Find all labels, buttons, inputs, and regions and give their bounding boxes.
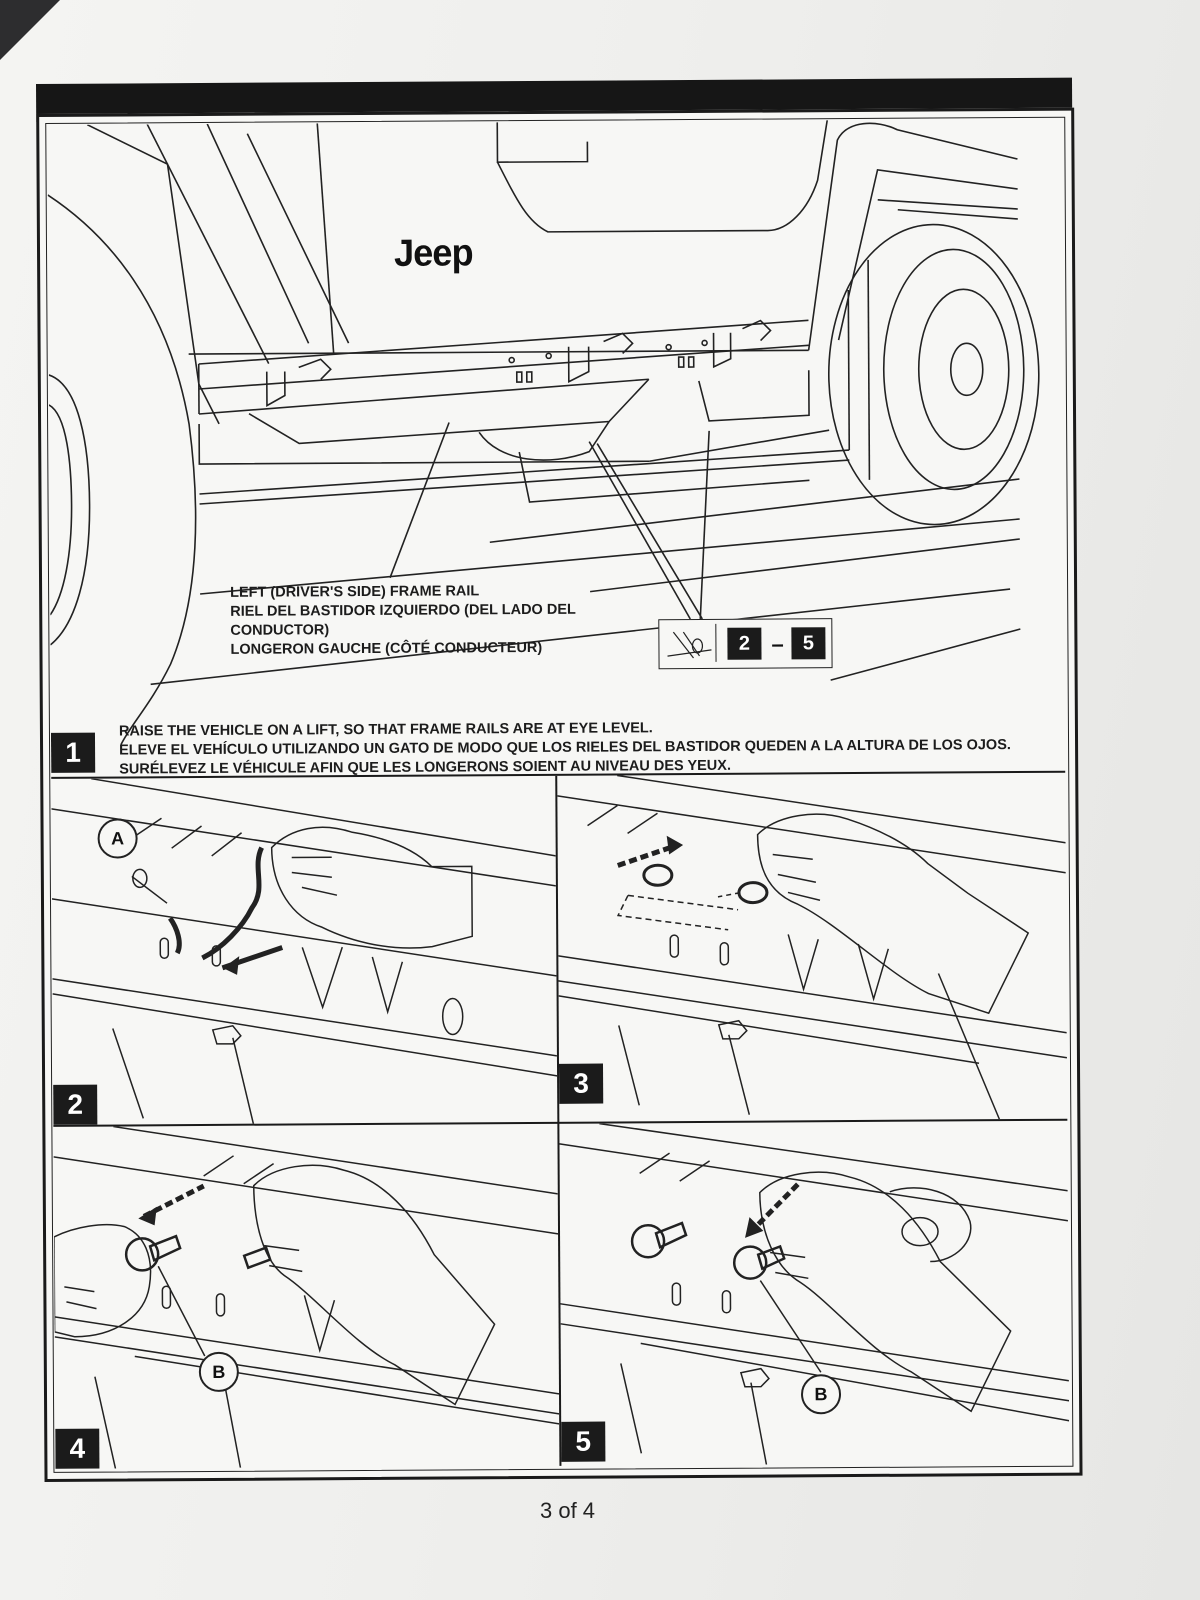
page-number: 3 of 4 bbox=[540, 1498, 596, 1523]
ref-dash: – bbox=[771, 631, 784, 657]
instruction-sheet: Jeep LEFT (DRIVER'S SIDE) FRAME RAIL RIE… bbox=[36, 77, 1085, 1482]
step-5-illustration bbox=[559, 1122, 1070, 1465]
step-2-badge: 2 bbox=[53, 1084, 98, 1125]
step-5-badge: 5 bbox=[561, 1421, 606, 1462]
step-3-illustration bbox=[557, 774, 1068, 1120]
callout-line: CONDUCTOR) bbox=[230, 622, 330, 639]
step-3-panel: 3 bbox=[557, 773, 1068, 1122]
label-b-circle: B bbox=[800, 1374, 842, 1415]
step-4-panel: B 4 bbox=[53, 1124, 560, 1469]
label-a-circle: A bbox=[97, 818, 138, 859]
step-4-badge: 4 bbox=[55, 1428, 100, 1469]
step-reference-box: 2 – 5 bbox=[658, 618, 833, 670]
step-5-panel: B 5 bbox=[559, 1121, 1070, 1466]
ref-step-from: 2 bbox=[727, 627, 762, 660]
vehicle-side-illustration bbox=[47, 120, 1040, 745]
step-4-illustration bbox=[53, 1125, 560, 1469]
step-1-panel: Jeep LEFT (DRIVER'S SIDE) FRAME RAIL RIE… bbox=[47, 119, 1065, 777]
callout-line: LEFT (DRIVER'S SIDE) FRAME RAIL bbox=[230, 583, 480, 601]
frame-rail-callout: LEFT (DRIVER'S SIDE) FRAME RAIL RIEL DEL… bbox=[230, 582, 576, 660]
eye-level-icon bbox=[663, 623, 717, 663]
step-1-instruction: RAISE THE VEHICLE ON A LIFT, SO THAT FRA… bbox=[119, 717, 1011, 777]
ref-step-to: 5 bbox=[791, 627, 826, 660]
jeep-logo: Jeep bbox=[393, 232, 473, 275]
step-1-badge: 1 bbox=[50, 732, 96, 773]
label-b-circle: B bbox=[198, 1351, 239, 1393]
step-3-badge: 3 bbox=[558, 1063, 604, 1104]
callout-line: RIEL DEL BASTIDOR IZQUIERDO (DEL LADO DE… bbox=[230, 601, 576, 620]
step-2-panel: A 2 bbox=[51, 776, 558, 1125]
sheet-frame: Jeep LEFT (DRIVER'S SIDE) FRAME RAIL RIE… bbox=[36, 107, 1083, 1482]
callout-line: LONGERON GAUCHE (CÔTÉ CONDUCTEUR) bbox=[230, 639, 543, 658]
